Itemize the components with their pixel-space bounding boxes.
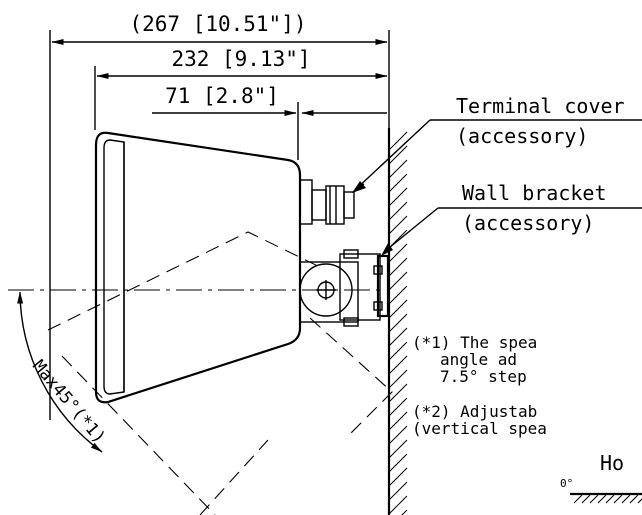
wall: [387, 128, 408, 515]
hatch-line: [388, 131, 408, 151]
hatch-line: [388, 355, 408, 375]
hatch-line: [388, 341, 408, 361]
terminal-cover: [299, 179, 355, 225]
wall-bracket-label: Wall bracket: [462, 181, 607, 205]
hatch-line: [388, 215, 408, 235]
wall-hatching: [388, 131, 408, 515]
hatch-line: [388, 327, 408, 347]
hatch-line: [621, 494, 631, 504]
footer-partial-label: Ho: [600, 451, 624, 475]
hatch-line: [401, 509, 408, 515]
callout-wall-bracket: Wall bracket (accessory): [381, 181, 642, 256]
terminal-cover-accessory-label: (accessory): [456, 124, 588, 148]
hatch-line: [388, 369, 408, 389]
dimension-body-depth-text: 232 [9.13"]: [171, 47, 310, 71]
terminal-cover-label: Terminal cover: [456, 94, 625, 118]
hatch-line: [388, 439, 408, 459]
wall-bracket: [299, 249, 390, 327]
wall-bracket-accessory-label: (accessory): [462, 211, 594, 235]
hatch-line: [388, 173, 408, 193]
hatch-line: [573, 494, 583, 504]
hatch-line: [388, 383, 408, 403]
angle-label: Max45°(*1): [28, 356, 109, 447]
hatch-line: [388, 159, 408, 179]
callout-terminal-cover: Terminal cover (accessory): [352, 94, 642, 193]
hatch-line: [597, 494, 607, 504]
footer-hatching: [573, 494, 642, 504]
hatch-line: [388, 495, 408, 515]
dimension-body-depth: 232 [9.13"]: [94, 47, 388, 130]
hatch-line: [589, 494, 599, 504]
note-1-line-3: 7.5° step: [440, 367, 527, 386]
tilted-outline: [47, 231, 393, 515]
hatch-line: [388, 257, 408, 277]
dimension-bracket-offset-text: 71 [2.8"]: [165, 84, 279, 108]
hatch-line: [388, 397, 408, 417]
note-2-line-1: (*2) Adjustab: [412, 402, 537, 421]
hatch-line: [388, 299, 408, 319]
hatch-line: [629, 494, 639, 504]
hatch-line: [388, 425, 408, 445]
hatch-line: [388, 313, 408, 333]
hatch-line: [388, 411, 408, 431]
hatch-line: [388, 467, 408, 487]
hatch-line: [388, 243, 408, 263]
dimension-bracket-offset: 71 [2.8"]: [152, 84, 387, 160]
footer-detail: Ho 0°: [560, 451, 642, 504]
hatch-line: [613, 494, 623, 504]
hatch-line: [637, 498, 642, 504]
hatch-line: [388, 201, 408, 221]
speaker-body: [94, 131, 302, 404]
hatch-line: [388, 271, 408, 291]
hatch-line: [388, 453, 408, 473]
hatch-line: [388, 187, 408, 207]
dimension-overall-text: (267 [10.51"]): [129, 12, 306, 36]
hatch-line: [581, 494, 591, 504]
note-1-line-1: (*1) The spea: [412, 333, 537, 352]
note-1-line-2: angle ad: [440, 350, 517, 369]
hatch-line: [388, 145, 408, 165]
note-2-line-2: (vertical spea: [412, 419, 547, 438]
hatch-line: [605, 494, 615, 504]
dimension-overall: (267 [10.51"]): [49, 12, 390, 420]
notes: (*1) The spea angle ad 7.5° step (*2) Ad…: [412, 333, 547, 438]
hatch-line: [388, 285, 408, 305]
footer-zero-label: 0°: [560, 477, 573, 490]
hatch-line: [388, 481, 408, 501]
